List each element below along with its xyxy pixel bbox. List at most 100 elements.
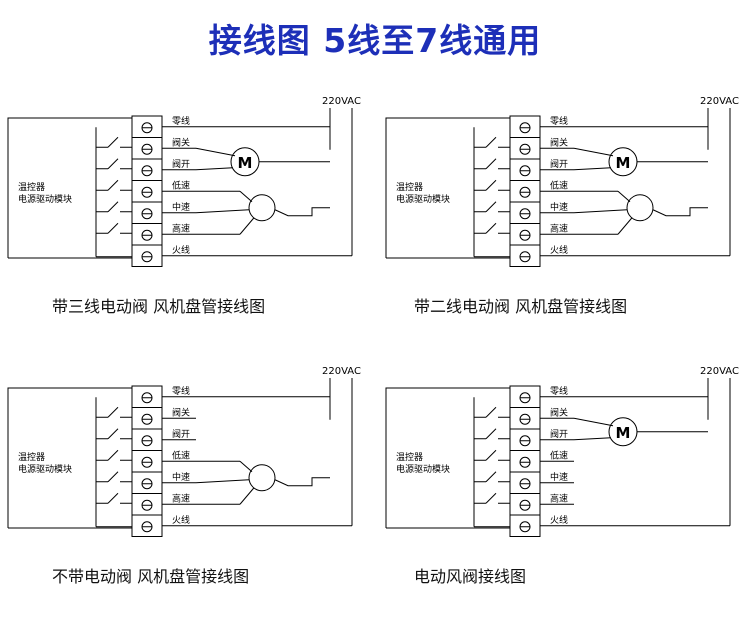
controller-label: 电源驱动模块 [396,463,450,475]
controller-label: 电源驱动模块 [18,193,72,205]
switch-contact [485,179,497,191]
controller-label: 电源驱动模块 [396,193,450,205]
controller-box [385,117,510,258]
switch-contact [107,428,119,440]
controller-box [7,387,132,528]
valve-motor-label: M [238,154,253,172]
terminal-label: 零线 [172,385,190,397]
terminal-label: 阀开 [550,429,568,440]
valve-motor-label: M [616,154,631,172]
switch-contact [485,201,497,213]
switch-contact [107,449,119,461]
diagram-caption: 电动风阀接线图 [414,567,526,586]
terminal-label: 阀开 [172,429,190,440]
terminal-block [509,385,541,537]
terminal-label: 火线 [172,514,190,526]
fan-speed-wire [195,479,250,484]
switch-contact [485,222,497,234]
terminal-label: 零线 [550,115,568,127]
valve-wire [573,417,614,427]
terminal-label: 火线 [550,244,568,256]
fan-speed-wire [239,190,253,203]
terminal-label: 零线 [550,385,568,397]
controller-box [385,387,510,528]
terminal-label: 阀关 [550,406,568,418]
switch-contact [107,158,119,170]
controller-label: 温控器 [396,451,423,463]
fan-speed-wire [239,460,253,473]
fan-speed-wire [239,487,255,505]
switch-contact [485,449,497,461]
switch-contact [107,179,119,191]
supply-voltage-label: 220VAC [700,96,739,107]
terminal-label: 零线 [172,115,190,127]
valve-wire [573,167,612,171]
diagram-caption: 带二线电动阀 风机盘管接线图 [414,297,627,316]
valve-wire [573,147,614,157]
fan-motor [626,194,654,222]
terminal-block [509,115,541,267]
terminal-label: 中速 [550,471,568,483]
switch-contact [107,471,119,483]
controller-label: 温控器 [18,181,45,193]
fan-motor [248,464,276,492]
switch-contact [485,158,497,170]
fan-neutral-wire [652,207,708,217]
switch-contact [485,492,497,504]
terminal-label: 中速 [172,201,190,213]
fan-speed-wire [573,209,628,214]
terminal-label: 阀关 [172,136,190,148]
controller-label: 电源驱动模块 [18,463,72,475]
switch-contact [107,222,119,234]
terminal-label: 低速 [550,449,568,461]
terminal-label: 阀开 [550,159,568,170]
terminal-block [131,115,163,267]
valve-motor-label: M [616,424,631,442]
terminal-label: 阀关 [550,136,568,148]
diagram-caption: 带三线电动阀 风机盘管接线图 [52,297,265,316]
diagram-caption: 不带电动阀 风机盘管接线图 [52,567,249,586]
terminal-label: 阀关 [172,406,190,418]
supply-voltage-label: 220VAC [322,96,361,107]
controller-label: 温控器 [396,181,423,193]
supply-voltage-label: 220VAC [700,366,739,377]
controller-box [7,117,132,258]
terminal-label: 高速 [550,492,568,504]
terminal-label: 低速 [172,449,190,461]
switch-contact [485,428,497,440]
fan-speed-wire [617,190,631,203]
valve-wire [195,167,234,171]
terminal-label: 火线 [172,244,190,256]
fan-motor [248,194,276,222]
terminal-label: 火线 [550,514,568,526]
switch-contact [485,406,497,418]
valve-wire [195,147,236,157]
terminal-label: 低速 [550,179,568,191]
fan-speed-wire [617,217,633,235]
terminal-label: 阀开 [172,159,190,170]
terminal-label: 中速 [172,471,190,483]
valve-wire [573,437,612,441]
fan-neutral-wire [274,207,330,217]
switch-contact [485,471,497,483]
terminal-label: 中速 [550,201,568,213]
switch-contact [485,136,497,148]
controller-label: 温控器 [18,451,45,463]
switch-contact [107,201,119,213]
terminal-label: 低速 [172,179,190,191]
page-title: 接线图 5线至7线通用 [208,21,542,60]
switch-contact [107,406,119,418]
terminal-label: 高速 [172,222,190,234]
fan-speed-wire [195,209,250,214]
fan-speed-wire [239,217,255,235]
fan-neutral-wire [274,477,330,487]
terminal-block [131,385,163,537]
terminal-label: 高速 [172,492,190,504]
switch-contact [107,136,119,148]
terminal-label: 高速 [550,222,568,234]
